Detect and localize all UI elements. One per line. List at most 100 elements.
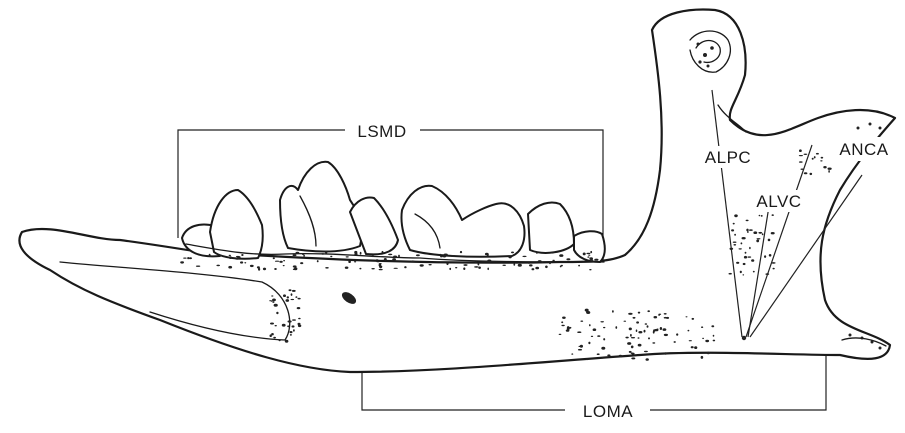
- stipple-dot: [371, 268, 374, 269]
- stipple-dot: [744, 256, 747, 259]
- stipple-dot: [772, 214, 774, 216]
- stipple-dot: [663, 328, 667, 331]
- stipple-dot: [532, 268, 535, 270]
- stipple-dot: [528, 262, 530, 264]
- stipple-dot: [653, 331, 655, 334]
- label-anca-text: ANCA: [839, 140, 888, 159]
- stipple-dot: [354, 251, 357, 254]
- stipple-dot: [274, 268, 277, 270]
- stipple-dot: [820, 160, 822, 161]
- stipple-dot: [631, 353, 634, 354]
- stipple-dot: [440, 256, 443, 258]
- stipple-dot: [759, 215, 761, 217]
- stipple-dot: [189, 257, 192, 259]
- stipple-dot: [810, 173, 813, 175]
- stipple-dot: [244, 262, 246, 263]
- stipple-dot: [229, 255, 231, 256]
- stipple-dot: [629, 351, 632, 353]
- stipple-dot: [567, 326, 570, 329]
- stipple-dot: [346, 256, 349, 257]
- stipple-dot: [597, 353, 600, 355]
- stipple-dot: [648, 337, 650, 339]
- stipple-dot: [713, 340, 716, 342]
- stipple-dot: [289, 289, 292, 291]
- stipple-dot: [559, 254, 563, 257]
- stipple-dot: [382, 251, 384, 254]
- stipple-dot: [713, 335, 715, 337]
- label-loma-text: LOMA: [583, 402, 633, 421]
- stipple-dot: [816, 153, 819, 155]
- stipple-dot: [733, 244, 736, 246]
- stipple-dot: [283, 265, 285, 266]
- stipple-dot: [487, 260, 491, 263]
- stipple-dot: [270, 334, 272, 337]
- stipple-dot: [588, 342, 590, 345]
- stipple-dot: [330, 256, 332, 257]
- stipple-dot: [443, 255, 447, 257]
- stipple-dot: [577, 331, 581, 333]
- stipple-dot: [591, 259, 593, 262]
- stipple-dot: [292, 290, 296, 292]
- stipple-dot: [298, 318, 301, 320]
- stipple-dot: [446, 263, 448, 266]
- stipple-dot: [388, 254, 392, 256]
- stipple-dot: [597, 335, 600, 337]
- stipple-dot: [578, 265, 580, 267]
- stipple-dot: [275, 325, 277, 326]
- stipple-dot: [293, 329, 295, 331]
- stipple-dot: [585, 309, 589, 312]
- stipple-dot: [287, 325, 289, 327]
- stipple-dot: [804, 172, 808, 174]
- stipple-dot: [612, 310, 614, 313]
- stipple-dot: [749, 247, 751, 250]
- stipple-dot: [739, 248, 742, 249]
- stipple-dot: [799, 149, 802, 152]
- stipple-dot: [627, 342, 631, 345]
- stipple-dot: [404, 266, 406, 268]
- stipple-dot: [749, 229, 753, 231]
- stipple-dot: [660, 327, 662, 330]
- stipple-dot: [821, 157, 824, 159]
- stipple-dot: [747, 256, 751, 257]
- stipple-dot: [652, 342, 655, 343]
- stipple-dot: [761, 215, 763, 217]
- stipple-dot: [603, 338, 605, 340]
- stipple-dot: [664, 313, 667, 315]
- stipple-dot: [589, 269, 591, 270]
- stipple-dot: [325, 251, 327, 254]
- stipple-dot: [478, 267, 481, 269]
- stipple-dot: [354, 261, 356, 262]
- stipple-dot: [594, 259, 598, 261]
- stipple-dot: [580, 345, 583, 348]
- stipple-dot: [549, 262, 551, 265]
- stipple-dot: [734, 214, 738, 217]
- stipple-dot: [273, 337, 276, 339]
- stipple-dot: [692, 318, 695, 320]
- stipple-dot: [283, 294, 286, 297]
- stipple-dot: [420, 264, 424, 266]
- stipple-dot: [593, 328, 597, 331]
- stipple-dot: [379, 269, 383, 270]
- stipple-dot: [561, 321, 563, 323]
- stipple-dot: [279, 340, 281, 342]
- stipple-dot: [686, 316, 688, 317]
- stipple-dot: [658, 314, 660, 316]
- stipple-dot: [474, 266, 478, 268]
- stipple-dot: [279, 261, 282, 263]
- stipple-dot: [711, 325, 714, 327]
- stipple-dot: [625, 337, 628, 339]
- stipple-dot: [756, 240, 759, 243]
- stipple-dot: [804, 154, 808, 155]
- stipple-dot: [270, 323, 274, 325]
- stipple-dot: [475, 260, 477, 263]
- stipple-dot: [411, 260, 415, 262]
- stipple-dot: [694, 346, 697, 349]
- stipple-dot: [619, 355, 623, 358]
- stipple-dot: [250, 265, 254, 267]
- stipple-dot: [485, 253, 489, 256]
- stipple-dot: [276, 312, 278, 314]
- stipple-dot: [631, 346, 634, 349]
- stipple-dot: [502, 265, 506, 266]
- stipple-dot: [240, 261, 243, 263]
- stipple-dot: [746, 220, 749, 222]
